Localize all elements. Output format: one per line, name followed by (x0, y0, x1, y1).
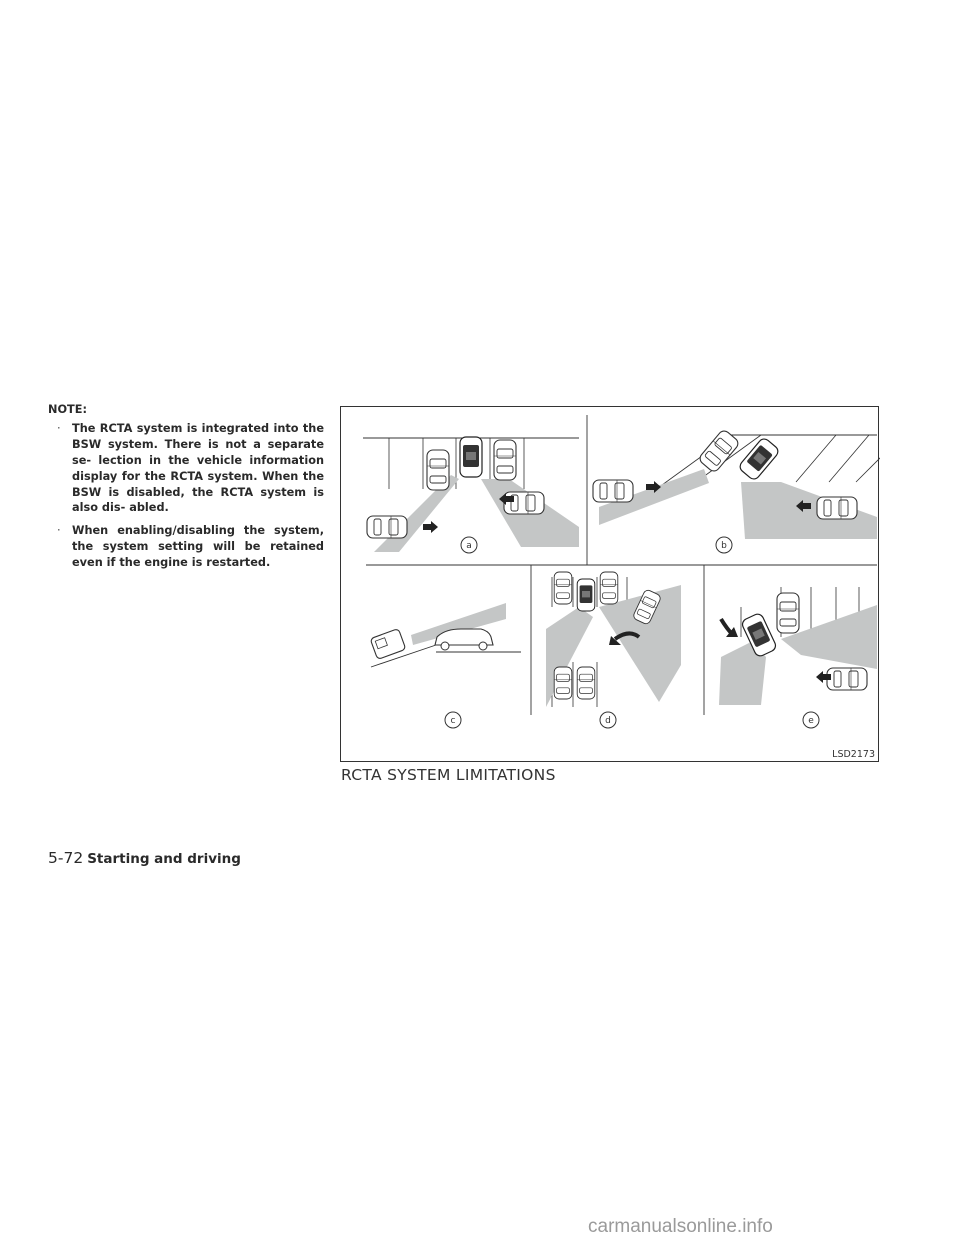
svg-text:d: d (605, 716, 611, 726)
panel-a-scene: a (363, 436, 579, 554)
svg-text:c: c (451, 716, 456, 726)
figure-caption: RCTA SYSTEM LIMITATIONS (341, 766, 556, 784)
note-item-text: When enabling/disabling the system, the … (72, 524, 324, 570)
note-item-text: The RCTA system is integrated into the B… (72, 421, 324, 515)
watermark: carmanualsonline.info (588, 1216, 773, 1237)
svg-text:a: a (466, 541, 472, 551)
note-item-setting-retained: · When enabling/disabling the system, th… (57, 523, 324, 571)
note-item-integration: · The RCTA system is integrated into the… (57, 421, 324, 516)
note-heading: NOTE: (48, 403, 87, 416)
figure-code: LSD2173 (832, 749, 875, 760)
note-block: NOTE: · The RCTA system is integrated in… (48, 402, 324, 578)
figure-illustration: a b (363, 415, 880, 729)
panel-e-scene: e (719, 587, 877, 729)
svg-text:e: e (808, 716, 814, 726)
section-name: Starting and driving (87, 851, 241, 867)
svg-text:b: b (721, 541, 727, 551)
panel-c-scene: c (370, 603, 521, 729)
rcta-limitations-figure: a b (340, 406, 880, 762)
panel-d-scene: d (546, 571, 681, 729)
panel-b-scene: b (592, 428, 880, 554)
bullet-icon: · (57, 524, 61, 538)
page-number: 5-72 (48, 849, 84, 867)
bullet-icon: · (57, 421, 61, 435)
note-list: · The RCTA system is integrated into the… (48, 421, 324, 571)
